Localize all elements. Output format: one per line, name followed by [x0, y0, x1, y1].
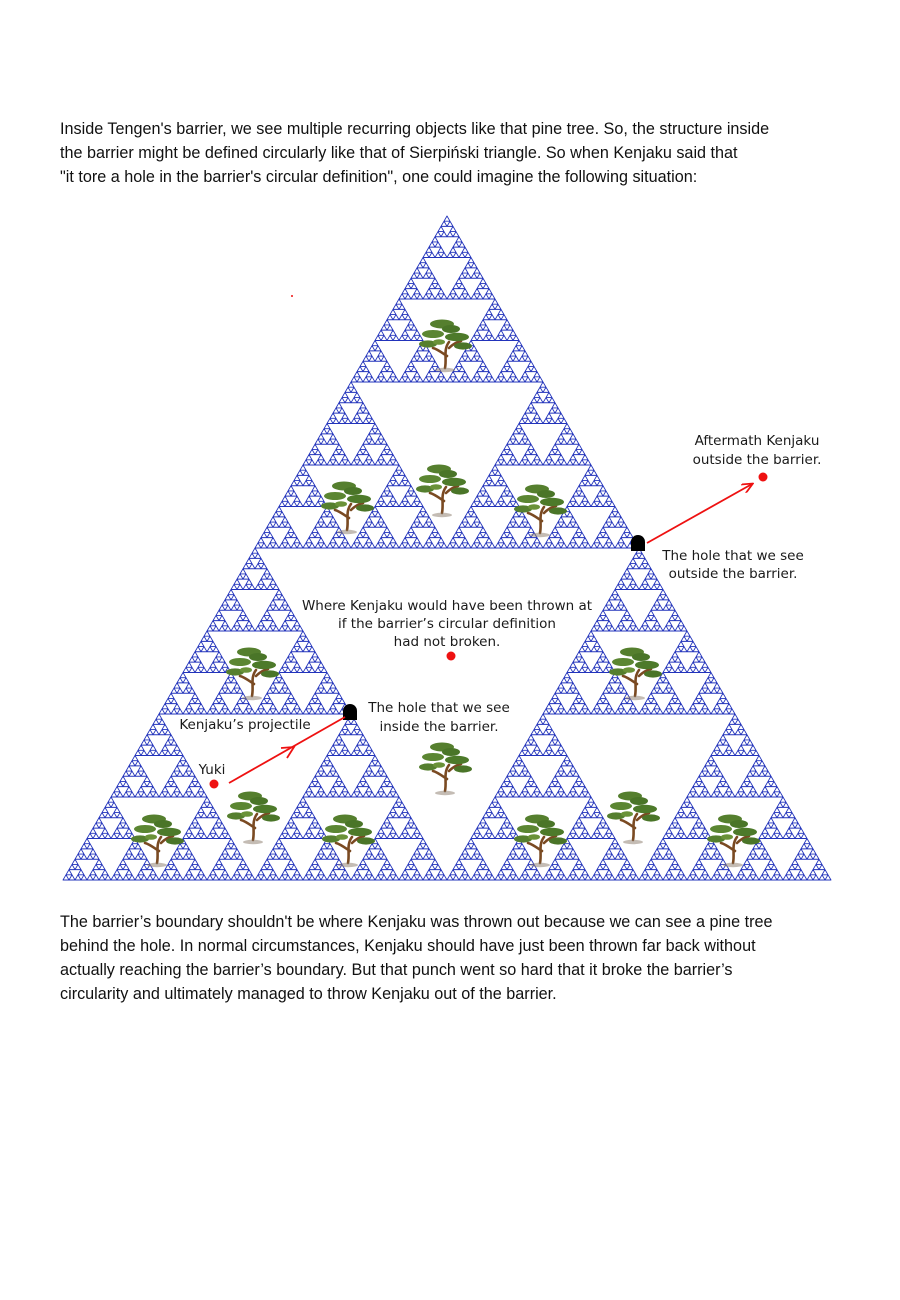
label-yuki: Yuki [198, 762, 226, 778]
arrow-icon [280, 745, 296, 759]
label-hole-outside-line: The hole that we see [661, 548, 804, 564]
red-dot [291, 295, 293, 297]
label-hole-outside-line: outside the barrier. [669, 566, 798, 582]
pine-tree-icon [319, 480, 376, 536]
label-projectile: Kenjaku’s projectile [179, 717, 310, 733]
annotation-hole-inside: The hole that we see inside the barrier. [367, 700, 510, 735]
label-thrown-line: Where Kenjaku would have been thrown at [302, 598, 592, 614]
label-aftermath-line: outside the barrier. [693, 452, 822, 468]
outro-line: behind the hole. In normal circumstances… [60, 937, 756, 955]
pine-tree-icon [225, 790, 282, 846]
label-thrown-line: if the barrier’s circular definition [338, 616, 556, 632]
red-dot [209, 779, 219, 789]
outro-paragraph: The barrier’s boundary shouldn't be wher… [60, 910, 850, 1006]
outro-line: actually reaching the barrier’s boundary… [60, 961, 733, 979]
intro-paragraph: Inside Tengen's barrier, we see multiple… [60, 117, 850, 189]
pine-tree-icon [414, 463, 471, 519]
label-hole-inside-line: The hole that we see [367, 700, 510, 716]
pine-tree-icon [224, 646, 281, 702]
intro-line: Inside Tengen's barrier, we see multiple… [60, 120, 770, 138]
intro-line: "it tore a hole in the barrier's circula… [60, 168, 698, 186]
pine-tree-icon [417, 318, 474, 374]
pine-tree-icon [605, 790, 662, 846]
label-aftermath-line: Aftermath Kenjaku [695, 433, 820, 449]
annotation-thrown-location: Where Kenjaku would have been thrown at … [302, 598, 592, 650]
outro-line: The barrier’s boundary shouldn't be wher… [60, 913, 773, 931]
intro-line: the barrier might be defined circularly … [60, 144, 738, 162]
pine-tree-icon [607, 646, 664, 702]
arrow-icon [228, 716, 346, 784]
pine-tree-icon [417, 741, 474, 797]
outro-line: circularity and ultimately managed to th… [60, 985, 557, 1003]
annotation-hole-outside: The hole that we see outside the barrier… [661, 548, 804, 582]
label-hole-inside-line: inside the barrier. [379, 719, 498, 735]
arrow-icon [646, 484, 752, 544]
red-dot [758, 472, 768, 482]
pine-tree-icon [512, 483, 569, 539]
hole-icon [631, 535, 645, 551]
label-thrown-line: had not broken. [394, 634, 501, 650]
red-dot [446, 651, 456, 661]
annotation-aftermath: Aftermath Kenjaku outside the barrier. [693, 433, 822, 468]
hole-icon [343, 704, 357, 720]
